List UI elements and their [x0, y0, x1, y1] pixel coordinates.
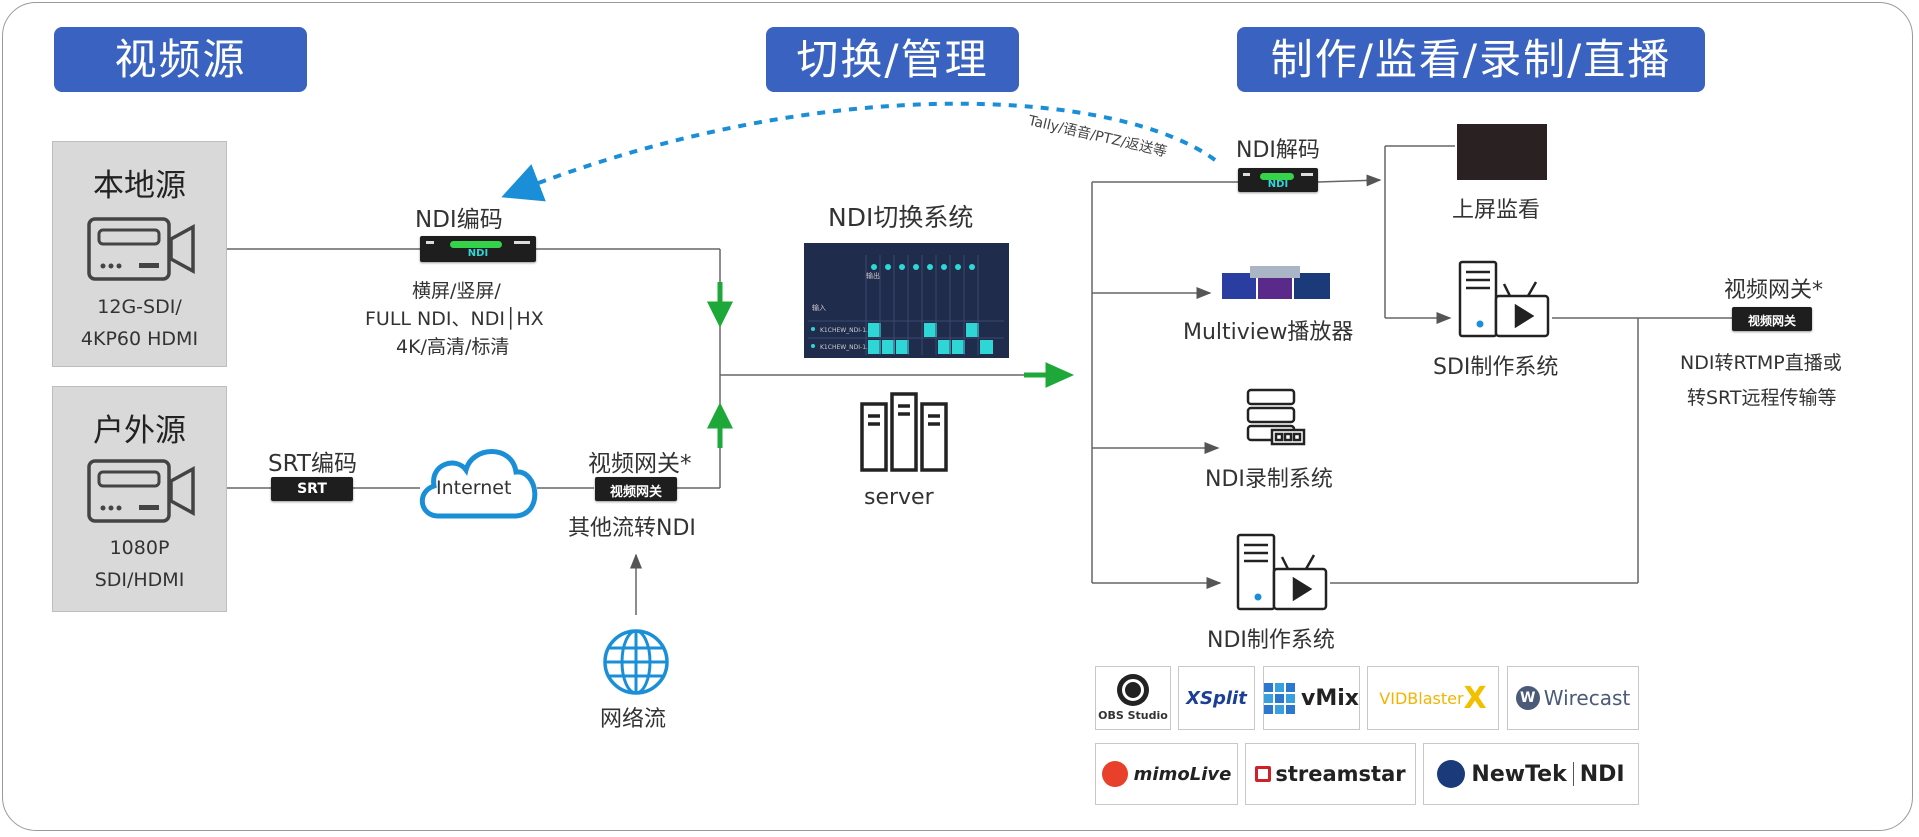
xsplit-logo: XSplit: [1178, 666, 1255, 730]
switcher-title: NDI切换系统: [828, 203, 974, 232]
switcher-panel: 输出 输入 K1CHEW_NDI-1... K1CHEW_NDI-1...: [804, 243, 1009, 358]
outdoor-source-title: 户外源: [93, 413, 186, 449]
gateway-in-device-label: 视频网关: [609, 485, 662, 500]
switcher-grid: [808, 255, 1004, 355]
network-stream-label: 网络流: [600, 707, 667, 732]
srt-encoder-title: SRT编码: [268, 451, 357, 477]
monitor-label: 上屏监看: [1452, 198, 1541, 223]
recording-label: NDI录制系统: [1205, 467, 1333, 492]
vidblaster-x: X: [1463, 680, 1487, 716]
switcher-panel-in: 输入: [812, 304, 826, 312]
ndi-encoder-desc1: 横屏/竖屏/: [412, 280, 501, 302]
ndi-production-label: NDI制作系统: [1207, 628, 1335, 653]
mimolive-logo: mimoLive: [1095, 743, 1238, 805]
gateway-out-device: 视频网关: [1732, 307, 1812, 331]
vmix-logo: vMix: [1263, 666, 1360, 730]
ndi-encoder-device: NDI: [420, 236, 536, 262]
decoder-device: NDI: [1238, 168, 1318, 192]
header-switch: 切换/管理: [766, 27, 1019, 92]
globe-icon: [603, 629, 669, 695]
mimolive-name: mimoLive: [1133, 763, 1232, 785]
gateway-in-device: 视频网关: [595, 477, 677, 501]
production-computer-icon: [1458, 260, 1550, 338]
production-computer-icon: [1236, 533, 1328, 611]
wirecast-logo: W Wirecast: [1507, 666, 1639, 730]
wirecast-name: Wirecast: [1543, 686, 1631, 710]
ndi-encoder-desc3: 4K/高清/标清: [396, 336, 510, 358]
gateway-out-title: 视频网关*: [1724, 278, 1824, 303]
gateway-in-title: 视频网关*: [588, 451, 692, 477]
recording-server-icon: [1246, 388, 1306, 446]
camera-icon: [87, 217, 195, 281]
srt-encoder-device: SRT: [271, 477, 353, 501]
header-source: 视频源: [54, 27, 307, 92]
gateway-out-desc2: 转SRT远程传输等: [1687, 387, 1837, 409]
srt-encoder-device-label: SRT: [297, 481, 327, 497]
internet-label: Internet: [436, 477, 512, 499]
vidblaster-logo: VIDBlaster X: [1367, 666, 1499, 730]
newtek-ndi-logo: NewTek NDI: [1423, 743, 1639, 805]
newtek-ndi-name: NDI: [1579, 761, 1625, 787]
monitor-screen-icon: [1457, 124, 1547, 180]
outdoor-source-line2: SDI/HDMI: [94, 569, 185, 591]
server-label: server: [864, 485, 934, 510]
decoder-device-label: NDI: [1267, 179, 1289, 190]
decoder-title: NDI解码: [1236, 138, 1320, 163]
sdi-production-label: SDI制作系统: [1433, 355, 1559, 380]
outdoor-source-line1: 1080P: [109, 537, 170, 559]
multiview-label: Multiview播放器: [1183, 320, 1354, 345]
ndi-encoder-title: NDI编码: [415, 207, 503, 233]
local-source-line1: 12G-SDI/: [97, 296, 182, 318]
xsplit-name: XSplit: [1186, 687, 1247, 709]
local-source-title: 本地源: [93, 168, 186, 204]
obs-studio-logo: OBS Studio: [1095, 666, 1171, 730]
multiview-thumbnails-icon: [1222, 266, 1332, 302]
gateway-out-device-label: 视频网关: [1747, 314, 1796, 328]
ndi-encoder-device-label: NDI: [467, 248, 489, 259]
gateway-in-desc: 其他流转NDI: [568, 516, 696, 541]
streamstar-name: streamstar: [1275, 762, 1406, 786]
local-source-line2: 4KP60 HDMI: [80, 328, 199, 350]
vidblaster-name: VIDBlaster: [1379, 688, 1464, 708]
switcher-panel-row2: K1CHEW_NDI-1...: [820, 344, 872, 351]
streamstar-logo: streamstar: [1245, 743, 1416, 805]
switcher-panel-row1: K1CHEW_NDI-1...: [820, 327, 872, 334]
outdoor-source-box: 户外源 1080P SDI/HDMI: [52, 386, 227, 612]
vmix-name: vMix: [1301, 685, 1359, 711]
local-source-box: 本地源 12G-SDI/ 4KP60 HDMI: [52, 141, 227, 367]
server-icon: [860, 392, 948, 472]
gateway-out-desc1: NDI转RTMP直播或: [1680, 352, 1842, 374]
newtek-name: NewTek: [1471, 761, 1567, 787]
camera-icon: [87, 459, 195, 523]
header-production: 制作/监看/录制/直播: [1237, 27, 1705, 92]
switcher-panel-out: 输出: [866, 272, 880, 280]
obs-studio-name: OBS Studio: [1098, 709, 1168, 722]
ndi-encoder-desc2: FULL NDI、NDI│HX: [365, 308, 544, 330]
internet-cloud-icon: [420, 449, 538, 519]
